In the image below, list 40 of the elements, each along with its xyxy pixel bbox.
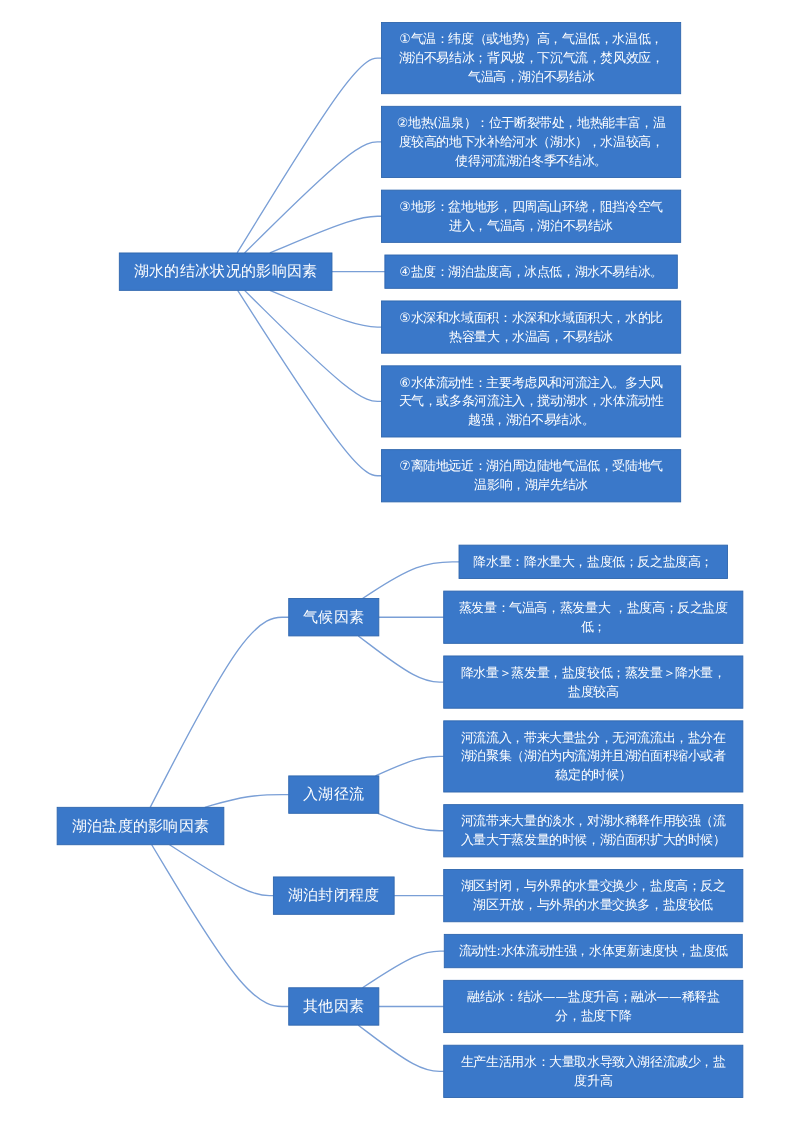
connector xyxy=(243,141,383,254)
connector xyxy=(269,289,383,328)
node-box: ②地热(温泉）：位于断裂带处，地热能丰富，温度较高的地下水补给河水（湖水），水温较高，使得河流湖泊冬季不结冰。 xyxy=(381,105,682,178)
node-box: 湖泊封闭程度 xyxy=(272,876,395,915)
node-box: ⑥水体流动性：主要考虑风和河流注入。多大风天气，或多条河流注入，搅动湖水，水体流动性越强，湖泊不易结冰。 xyxy=(381,365,682,438)
node-box: 蒸发量：气温高，蒸发量大 ，盐度高；反之盐度低； xyxy=(443,590,744,644)
connector xyxy=(236,57,383,254)
node-box: ①气温：纬度（或地势）高，气温低，水温低，湖泊不易结冰；背风坡，下沉气流，焚风效应，气温高，湖泊不易结冰 xyxy=(381,22,682,95)
connector xyxy=(331,271,386,273)
node-box: 湖区封闭，与外界的水量交换少，盐度高；反之湖区开放，与外界的水量交换多，盐度较低 xyxy=(443,869,744,923)
node-box: 其他因素 xyxy=(288,987,380,1026)
node-box: 气候因素 xyxy=(288,598,380,637)
connector xyxy=(168,844,275,897)
connector xyxy=(151,844,290,1008)
node-box: 降水量＞蒸发量，盐度较低；蒸发量＞降水量，盐度较高 xyxy=(443,655,744,709)
node-box: 降水量：降水量大，盐度低；反之盐度高； xyxy=(458,544,728,579)
node-box: 河流带来大量的淡水，对湖水稀释作用较强（流入量大于蒸发量的时候，湖泊面积扩大的时候） xyxy=(443,804,744,858)
node-box: ④盐度：湖泊盐度高，冰点低，湖水不易结冰。 xyxy=(384,254,678,289)
node-box: ⑤水深和水域面积：水深和水域面积大，水的比热容量大，水温高，不易结冰 xyxy=(381,300,682,354)
connector xyxy=(237,289,383,477)
node-box: 河流流入，带来大量盐分，无河流流出，盐分在湖泊聚集（湖泊为内流湖并且湖泊面积缩小或者稳定的时候） xyxy=(443,720,744,793)
connector xyxy=(204,793,290,808)
node-box: ③地形：盆地地形，四周高山环绕，阻挡冷空气进入，气温高，湖泊不易结冰 xyxy=(381,189,682,243)
node-box: 流动性:水体流动性强，水体更新速度快，盐度低 xyxy=(443,933,743,969)
connector xyxy=(377,812,445,832)
connector xyxy=(393,894,445,897)
connector xyxy=(378,616,445,618)
node-box: 生产生活用水：大量取水导致入湖径流减少，盐度升高 xyxy=(443,1044,744,1098)
connector xyxy=(357,635,445,683)
connector xyxy=(361,561,460,600)
node-box: 湖泊盐度的影响因素 xyxy=(56,806,225,846)
connector xyxy=(243,289,383,403)
node-box: 湖水的结冰状况的影响因素 xyxy=(118,252,333,291)
connector xyxy=(378,1005,445,1008)
node-box: 入湖径流 xyxy=(288,775,380,814)
node-box: ⑦离陆地远近：湖泊周边陆地气温低，受陆地气温影响，湖岸先结冰 xyxy=(381,449,682,503)
connector xyxy=(361,950,445,989)
connector xyxy=(149,616,290,808)
node-box: 融结冰：结冰——盐度升高；融冰——稀释盐分，盐度下降 xyxy=(443,979,744,1034)
connector xyxy=(357,1024,445,1072)
